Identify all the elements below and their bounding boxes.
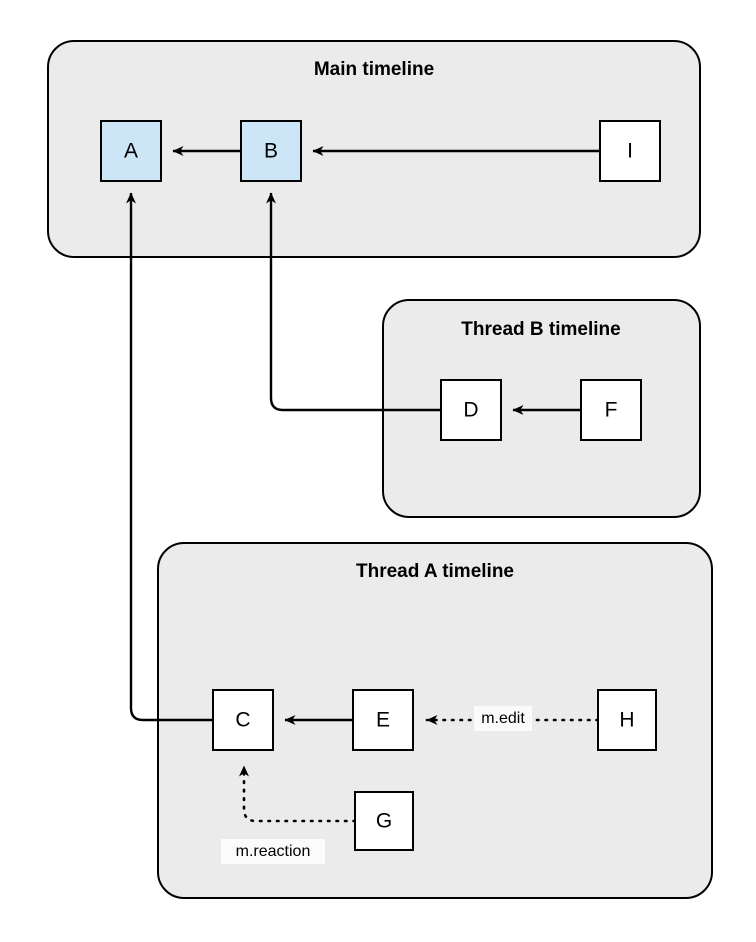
node-A-label: A xyxy=(124,140,138,163)
edge-label-m-reaction: m.reaction xyxy=(221,839,325,864)
node-D-box[interactable] xyxy=(440,379,502,441)
node-I[interactable]: I xyxy=(599,120,661,182)
node-E-label: E xyxy=(376,709,390,732)
edge-g-to-c xyxy=(239,764,357,823)
group-main-timeline-title: Main timeline xyxy=(314,59,434,80)
node-I-box[interactable] xyxy=(599,120,661,182)
node-H[interactable]: H xyxy=(597,689,657,751)
group-thread-b-timeline: Thread B timeline xyxy=(382,299,701,518)
node-B-label: B xyxy=(264,140,278,163)
edge-label-m-edit-text: m.edit xyxy=(481,710,525,727)
node-C-label: C xyxy=(235,709,250,732)
group-main-timeline: Main timeline xyxy=(47,40,701,258)
node-G[interactable]: G xyxy=(354,791,414,851)
node-B[interactable]: B xyxy=(240,120,302,182)
group-main-timeline-box xyxy=(47,40,701,258)
node-F-label: F xyxy=(605,399,618,422)
node-E-box[interactable] xyxy=(352,689,414,751)
node-D[interactable]: D xyxy=(440,379,502,441)
node-C[interactable]: C xyxy=(212,689,274,751)
node-C-box[interactable] xyxy=(212,689,274,751)
edge-label-m-reaction-text: m.reaction xyxy=(236,843,311,860)
node-F-box[interactable] xyxy=(580,379,642,441)
node-H-label: H xyxy=(619,709,634,732)
node-F[interactable]: F xyxy=(580,379,642,441)
edge-d-to-b xyxy=(266,192,441,412)
node-B-box[interactable] xyxy=(240,120,302,182)
group-thread-a-timeline-title: Thread A timeline xyxy=(356,561,514,582)
node-D-label: D xyxy=(463,399,478,422)
group-thread-b-timeline-box xyxy=(382,299,701,518)
node-H-box[interactable] xyxy=(597,689,657,751)
edge-label-m-edit-bg xyxy=(474,706,532,731)
node-A-box[interactable] xyxy=(100,120,162,182)
edge-label-m-edit: m.edit xyxy=(474,706,532,731)
node-A[interactable]: A xyxy=(100,120,162,182)
node-G-box[interactable] xyxy=(354,791,414,851)
node-I-label: I xyxy=(627,140,633,163)
node-E[interactable]: E xyxy=(352,689,414,751)
edge-label-m-reaction-bg xyxy=(221,839,325,864)
node-G-label: G xyxy=(376,810,392,833)
group-thread-b-timeline-title: Thread B timeline xyxy=(461,319,620,340)
edge-c-to-a xyxy=(126,192,213,722)
